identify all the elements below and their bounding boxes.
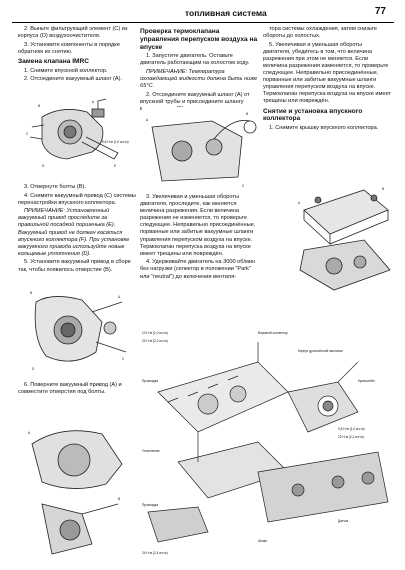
section-heading: Проверка термоклапана управления перепус… xyxy=(140,28,258,51)
paragraph: 3. Увеличивая и уменьшая обороты двигате… xyxy=(140,194,256,257)
paragraph: 6. Поверните вакуумный привод (A) и совм… xyxy=(18,382,122,396)
paragraph: 3. Установите компоненты в порядке обрат… xyxy=(18,41,120,55)
figure-imrc-valve: B A C E D 9,8 Н·м (1,0 кгс·м) xyxy=(22,97,134,181)
fig-label: C xyxy=(242,184,245,188)
fig-spec: 22 Н·м (2,2 кгс·м) xyxy=(142,339,168,343)
fig-label: A xyxy=(298,201,301,205)
fig-label: B xyxy=(38,104,40,108)
column-middle: Проверка термоклапана управления перепус… xyxy=(140,26,260,115)
fig-spec: 22 Н·м (2,2 кгс·м) xyxy=(338,435,364,439)
section-heading: Снятие и установка впускного коллектора xyxy=(263,107,363,123)
fig-label: C xyxy=(26,132,29,136)
fig-spec: 10 Н·м (1,0 кгс·м) xyxy=(142,331,168,335)
column-right: тора системы охлаждения, затем снизьте о… xyxy=(263,26,391,134)
paragraph: 2. Отсоедините вакуумный шланг (A). xyxy=(24,76,123,83)
section-heading: Замена клапана IMRC xyxy=(18,57,90,65)
fig-label: C xyxy=(122,357,125,361)
fig-label: B xyxy=(246,112,248,116)
paragraph: тора системы охлаждения, затем снизьте о… xyxy=(263,26,378,40)
paragraph: 1. Запустите двигатель. Оставьте двигате… xyxy=(140,53,250,67)
paragraph: 4. Снимите вакуумный привод (C) системы … xyxy=(18,192,136,206)
fig-callout: Датчик xyxy=(338,519,349,523)
figure-manifold-exploded: 10 Н·м (1,0 кгс·м) 22 Н·м (2,2 кгс·м) 9,… xyxy=(138,322,396,562)
figure-vacuum-pump: A B C xyxy=(142,107,260,189)
fig-label: B xyxy=(382,187,384,191)
column-left-mid: 3. Отвернуте болты (B). 4. Снимите вакуу… xyxy=(18,184,136,275)
fig-label: A xyxy=(118,295,121,299)
fig-label: D xyxy=(42,164,45,168)
figure-actuator-rotate: A B xyxy=(22,404,134,560)
paragraph: 1. Снимите крышку впускного коллектора. xyxy=(269,125,379,132)
paragraph: 5. Увеличивая и уменьшая обороты двигате… xyxy=(263,41,391,105)
paragraph: 3. Отвернуте болты (B). xyxy=(24,184,86,190)
fig-label: E xyxy=(114,164,116,168)
column-left-low: 6. Поверните вакуумный привод (A) и совм… xyxy=(18,382,136,398)
page-header: топливная система 77 xyxy=(12,6,394,23)
fig-spec: 9,8 Н·м (1,0 кгс·м) xyxy=(338,427,365,431)
fig-spec: 9,8 Н·м (1,0 кгс·м) xyxy=(102,140,129,144)
fig-callout: Уплотнение xyxy=(142,449,160,453)
fig-callout: Прокладка xyxy=(142,503,158,507)
paragraph: 4. Удерживайте двигатель на 3000 об/мин … xyxy=(140,259,256,280)
paragraph: 2. Выньте фильтрующий элемент (C) из кор… xyxy=(18,26,128,40)
figure-manifold-cover: A B xyxy=(294,170,394,310)
fig-callout: Шланг xyxy=(258,539,268,543)
column-left: 2. Выньте фильтрующий элемент (C) из кор… xyxy=(18,26,136,85)
fig-label: B xyxy=(30,291,32,295)
fig-spec: 24 Н·м (2,4 кгс·м) xyxy=(142,551,168,555)
paragraph: 1. Снимите впускной коллектор. xyxy=(24,67,108,74)
fig-callout: Корпус дроссельной заслонки xyxy=(298,349,343,353)
fig-callout: Впускной коллектор xyxy=(258,331,288,335)
fig-label: B xyxy=(118,497,120,501)
section-title: топливная система xyxy=(185,8,267,18)
fig-label: A xyxy=(146,118,149,122)
column-middle-low: 3. Увеличивая и уменьшая обороты двигате… xyxy=(140,194,260,282)
note: ПРИМЕЧАНИЕ: Температура охлаждающей жидк… xyxy=(140,69,258,90)
fig-callout: Кронштейн xyxy=(358,379,375,383)
note: ПРИМЕЧАНИЕ: Установленный вакуумный прив… xyxy=(18,208,130,257)
fig-label: A xyxy=(92,100,95,104)
paragraph: 5. Установите вакуумный привод в сборе т… xyxy=(18,259,131,273)
page-number: 77 xyxy=(374,6,386,17)
fig-label: A xyxy=(28,431,31,435)
figure-vacuum-actuator: B A C D xyxy=(22,282,134,378)
fig-callout: Прокладка xyxy=(142,379,158,383)
fig-label: D xyxy=(32,367,35,371)
